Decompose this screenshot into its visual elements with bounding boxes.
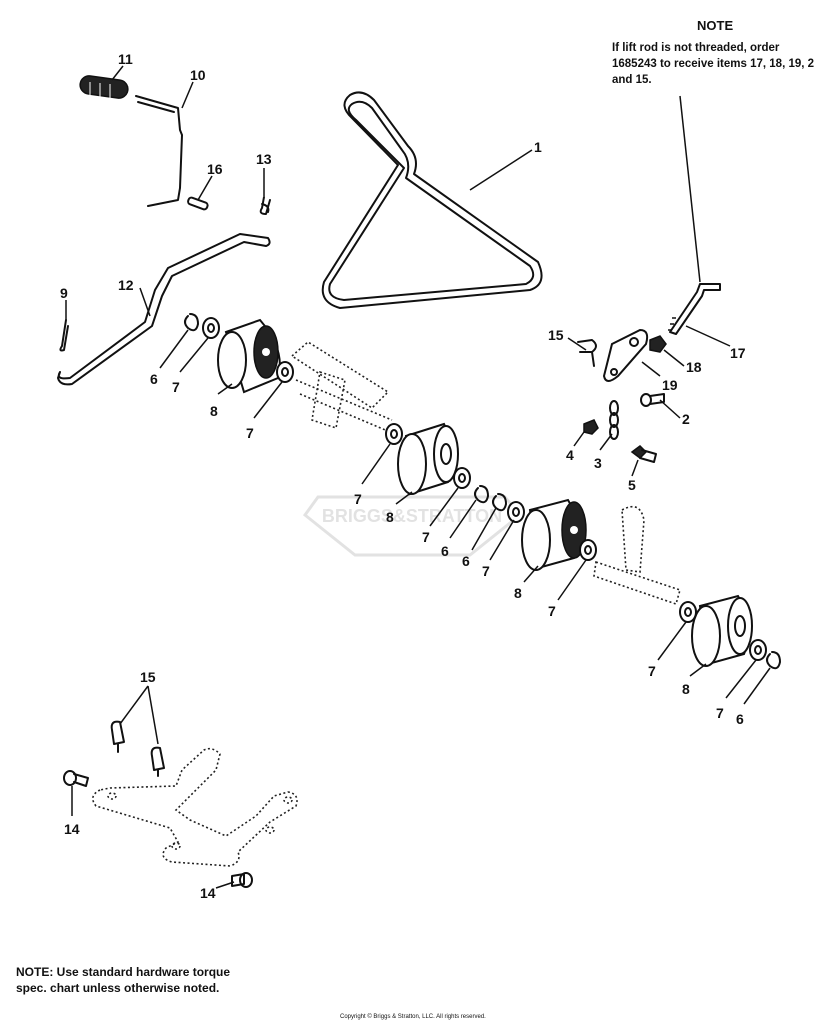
part-18-nut <box>649 335 667 353</box>
callout-8-c: 8 <box>514 585 522 601</box>
callout-15-lower: 15 <box>140 669 156 685</box>
part-15-clips-lower <box>110 720 165 777</box>
callout-7-h: 7 <box>716 705 724 721</box>
callout-7-b: 7 <box>246 425 254 441</box>
callout-9: 9 <box>60 285 68 301</box>
callout-16: 16 <box>207 161 223 177</box>
part-8-roller-a <box>217 318 281 394</box>
part-9-cotter <box>59 319 69 352</box>
callout-7-c: 7 <box>354 491 362 507</box>
footer-note: NOTE: Use standard hardware torque spec.… <box>16 965 231 995</box>
part-1-belt <box>321 91 543 309</box>
callout-6-b: 6 <box>441 543 449 559</box>
callout-10: 10 <box>190 67 206 83</box>
callout-11: 11 <box>118 51 133 67</box>
callout-12: 12 <box>118 277 134 293</box>
callout-17: 17 <box>730 345 746 361</box>
part-6-rings <box>184 313 781 670</box>
callout-8-a: 8 <box>210 403 218 419</box>
callout-18: 18 <box>686 359 702 375</box>
part-7-washers <box>202 317 767 661</box>
callout-14-a: 14 <box>64 821 80 837</box>
callout-8-d: 8 <box>682 681 690 697</box>
part-4-nut <box>583 419 599 435</box>
note-body: If lift rod is not threaded, order 16852… <box>612 42 815 86</box>
part-16-pin <box>187 196 209 211</box>
watermark-text: BRIGGS&STRATTON <box>322 506 502 526</box>
leader-lines <box>65 65 771 889</box>
brand-watermark: BRIGGS&STRATTON <box>302 495 523 557</box>
part-8-roller-b <box>397 422 459 496</box>
callout-5: 5 <box>628 477 636 493</box>
part-5-bolt <box>630 445 657 463</box>
part-12-rod <box>57 233 271 386</box>
callout-numbers: 11 10 16 13 12 9 1 17 18 19 15 2 3 4 5 6… <box>60 51 746 901</box>
part-13-hairpin <box>259 196 271 215</box>
callout-7-f: 7 <box>548 603 556 619</box>
part-14-bolt-b <box>231 872 253 888</box>
callout-6-c: 6 <box>462 553 470 569</box>
callout-8-b: 8 <box>386 509 394 525</box>
callout-7-g: 7 <box>648 663 656 679</box>
callout-14-b: 14 <box>200 885 216 901</box>
callout-4: 4 <box>566 447 574 463</box>
callout-1: 1 <box>534 139 542 155</box>
phantom-axle-upper <box>290 341 393 433</box>
part-8-roller-c <box>521 498 587 571</box>
callout-7-e: 7 <box>482 563 490 579</box>
note-title: NOTE <box>697 18 734 33</box>
part-8-roller-d <box>691 594 753 667</box>
part-2-bolt <box>640 393 665 407</box>
callout-7-d: 7 <box>422 529 430 545</box>
part-15-clip-upper <box>577 339 597 367</box>
callout-6-d: 6 <box>736 711 744 727</box>
part-3-chain <box>609 400 619 440</box>
callout-13: 13 <box>256 151 272 167</box>
callout-2: 2 <box>682 411 690 427</box>
part-11-grip <box>79 75 129 99</box>
callout-15-upper: 15 <box>548 327 564 343</box>
phantom-axle-lower <box>593 505 681 606</box>
part-17-lift-rod <box>669 283 721 335</box>
copyright-text: Copyright © Briggs & Stratton, LLC. All … <box>340 1014 486 1020</box>
callout-19: 19 <box>662 377 678 393</box>
callout-7-a: 7 <box>172 379 180 395</box>
callout-6-a: 6 <box>150 371 158 387</box>
phantom-frame <box>92 747 298 867</box>
part-10-handle <box>135 95 183 207</box>
part-14-bolt-a <box>63 770 89 787</box>
callout-3: 3 <box>594 455 602 471</box>
